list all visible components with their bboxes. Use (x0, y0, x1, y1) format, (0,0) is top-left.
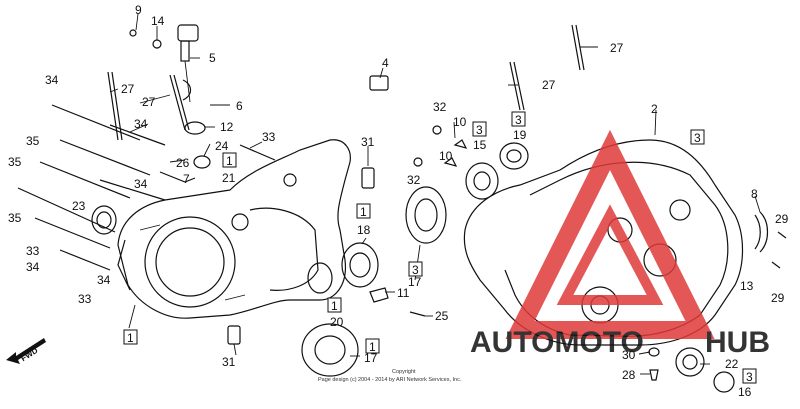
callout-2: 2 (651, 102, 658, 116)
callout-22: 22 (725, 357, 739, 371)
callout-34: 34 (26, 260, 40, 274)
callout-7: 7 (183, 172, 190, 186)
callout-4: 4 (382, 56, 389, 70)
boxed-callout-1: 1 (327, 297, 342, 313)
callout-33: 33 (78, 292, 92, 306)
callout-5: 5 (209, 51, 216, 65)
callout-11: 11 (397, 286, 410, 300)
svg-text:3: 3 (476, 123, 483, 137)
callout-15: 15 (473, 138, 487, 152)
callout-33: 33 (262, 130, 276, 144)
callout-26: 26 (176, 156, 190, 170)
callout-35: 35 (8, 211, 22, 225)
svg-text:1: 1 (127, 331, 134, 345)
callout-27: 27 (142, 95, 156, 109)
callout-labels: 9 14 5 4 27 27 27 27 6 34 34 34 34 34 12… (8, 3, 789, 399)
callout-27: 27 (610, 41, 624, 55)
callout-17: 17 (364, 351, 378, 365)
callout-35: 35 (26, 134, 40, 148)
svg-text:1: 1 (331, 299, 338, 313)
callout-32: 32 (407, 173, 421, 187)
watermark: AUTOMOTO HUB (470, 129, 770, 359)
left-hardware (17, 24, 389, 345)
callout-27: 27 (542, 78, 556, 92)
callout-25: 25 (435, 309, 449, 323)
boxed-callout-3: 3 (408, 261, 423, 277)
svg-text:3: 3 (694, 131, 701, 145)
boxed-callouts: 1 1 1 1 1 3 3 3 3 (123, 111, 705, 354)
callout-31: 31 (361, 135, 375, 149)
callout-35: 35 (8, 155, 22, 169)
svg-text:1: 1 (360, 205, 367, 219)
fwd-arrow: FWD (6, 338, 46, 364)
callout-21: 21 (222, 171, 236, 185)
svg-text:1: 1 (226, 154, 233, 168)
callout-9: 9 (135, 3, 142, 17)
left-crankcase (117, 139, 351, 319)
callout-17: 17 (408, 275, 422, 289)
middle-bearings (301, 24, 585, 377)
callout-24: 24 (215, 139, 229, 153)
callout-30: 30 (622, 348, 636, 362)
callout-10: 10 (439, 149, 453, 163)
callout-33: 33 (26, 244, 40, 258)
copyright-notice: Page design (c) 2004 - 2014 by ARI Netwo… (318, 377, 462, 383)
callout-34: 34 (134, 117, 148, 131)
boxed-callout-3: 3 (746, 370, 753, 384)
callout-12: 12 (220, 120, 234, 134)
callout-14: 14 (151, 14, 165, 28)
boxed-callout-1: 1 (365, 338, 380, 354)
callout-34: 34 (97, 273, 111, 287)
callout-13: 13 (740, 279, 754, 293)
callout-18: 18 (357, 223, 371, 237)
copyright-title: Copyright (392, 369, 416, 375)
svg-text:3: 3 (515, 113, 522, 127)
callout-34: 34 (45, 73, 59, 87)
boxed-callout-3: 3 (511, 111, 526, 127)
boxed-callout-1: 1 (222, 152, 237, 168)
callout-27: 27 (121, 82, 135, 96)
boxed-callout-3: 3 (690, 129, 705, 145)
callout-32: 32 (433, 100, 447, 114)
watermark-text-b: HUB (705, 326, 770, 359)
watermark-text-a: AUTOMOTO (470, 326, 644, 359)
callout-28: 28 (622, 368, 636, 382)
callout-29: 29 (775, 212, 789, 226)
callout-20: 20 (330, 315, 344, 329)
callout-23: 23 (72, 199, 86, 213)
boxed-callout-3: 3 (472, 121, 487, 137)
callout-29: 29 (771, 291, 785, 305)
callout-31: 31 (222, 355, 236, 369)
callout-16: 16 (738, 385, 752, 399)
callout-34: 34 (134, 177, 148, 191)
callout-10: 10 (453, 115, 467, 129)
fwd-label: FWD (19, 346, 39, 363)
boxed-callout-1: 1 (123, 329, 138, 345)
svg-text:3: 3 (412, 263, 419, 277)
boxed-callout-1: 1 (356, 203, 371, 219)
callout-8: 8 (751, 187, 758, 201)
svg-text:1: 1 (369, 340, 376, 354)
callout-6: 6 (236, 99, 243, 113)
callout-19: 19 (513, 128, 527, 142)
